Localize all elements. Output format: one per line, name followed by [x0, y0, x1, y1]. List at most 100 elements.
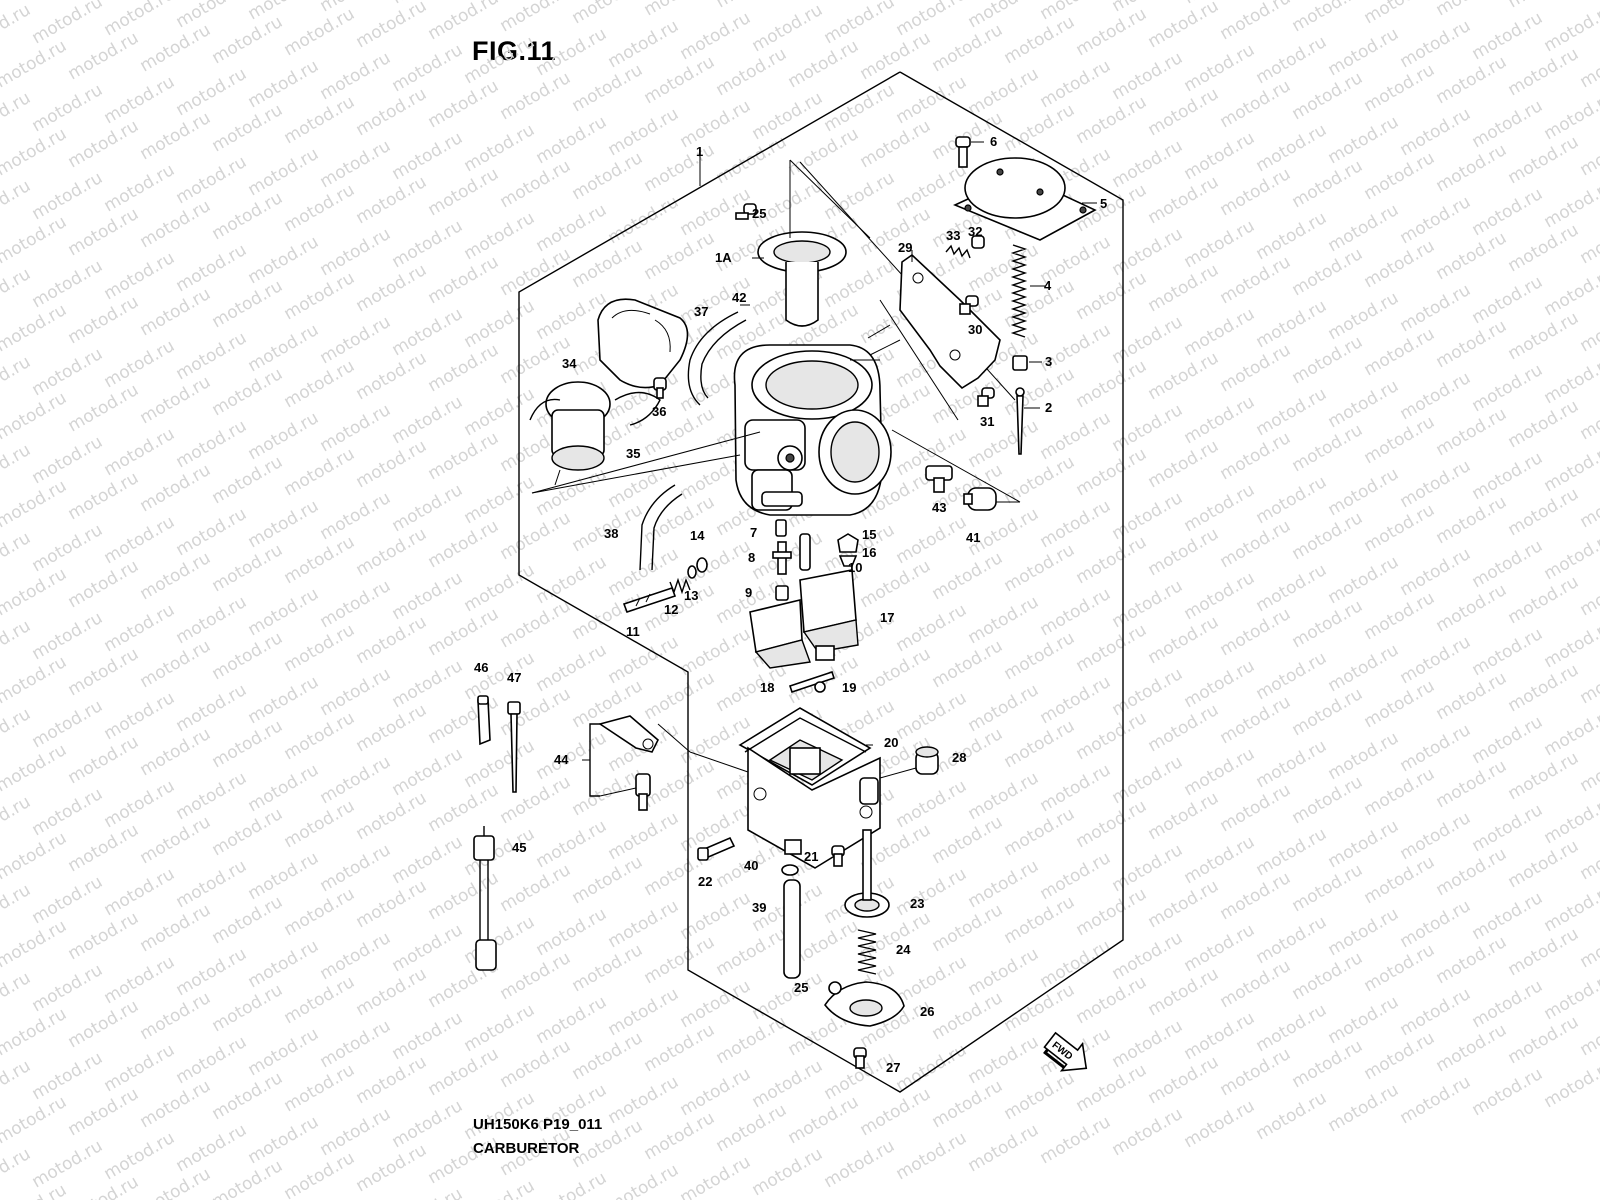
watermark-text: motod.ru	[0, 300, 70, 356]
watermark-text: motod.ru	[533, 464, 611, 520]
watermark-text: motod.ru	[1469, 272, 1547, 328]
watermark-text: motod.ru	[1577, 652, 1600, 708]
watermark-text: motod.ru	[353, 700, 431, 756]
watermark-text: motod.ru	[65, 116, 143, 172]
watermark-text: motod.ru	[29, 432, 107, 488]
watermark-text: motod.ru	[1073, 532, 1151, 588]
callout-label: 26	[920, 1004, 934, 1019]
watermark-text: motod.ru	[1145, 0, 1223, 52]
watermark-text: motod.ru	[1001, 716, 1079, 772]
watermark-text: motod.ru	[1037, 760, 1115, 816]
watermark-text: motod.ru	[713, 1100, 791, 1156]
watermark-text: motod.ru	[29, 256, 107, 312]
watermark-text: motod.ru	[677, 976, 755, 1032]
watermark-text: motod.ru	[497, 860, 575, 916]
watermark-text: motod.ru	[1325, 464, 1403, 520]
watermark-text: motod.ru	[1505, 748, 1583, 804]
bracket-part-29	[899, 250, 1001, 390]
watermark-text: motod.ru	[1397, 984, 1475, 1040]
watermark-text: motod.ru	[1577, 828, 1600, 884]
watermark-text: motod.ru	[1073, 356, 1151, 412]
watermark-text: motod.ru	[1181, 568, 1259, 624]
tube-part-39	[783, 879, 801, 979]
watermark-text: motod.ru	[281, 972, 359, 1028]
watermark-text: motod.ru	[137, 548, 215, 604]
spring-part-4	[1010, 244, 1045, 338]
watermark-text: motod.ru	[1217, 604, 1295, 660]
screw-part-19	[814, 681, 826, 693]
watermark-text: motod.ru	[1253, 736, 1331, 792]
watermark-text: motod.ru	[1217, 692, 1295, 748]
watermark-text: motod.ru	[317, 48, 395, 104]
watermark-text: motod.ru	[1181, 40, 1259, 96]
watermark-text: motod.ru	[677, 1064, 755, 1120]
watermark-text: motod.ru	[1397, 368, 1475, 424]
float-pin-part-18	[788, 670, 836, 694]
watermark-text: motod.ru	[173, 680, 251, 736]
watermark-text: motod.ru	[0, 828, 70, 884]
figure-title: FIG.11	[472, 36, 557, 66]
watermark-text: motod.ru	[1181, 656, 1259, 712]
watermark-text: motod.ru	[1541, 1056, 1600, 1112]
watermark-text: motod.ru	[281, 268, 359, 324]
watermark-text: motod.ru	[1145, 348, 1223, 404]
callout-label: 7	[750, 525, 757, 540]
watermark-text: motod.ru	[1433, 0, 1511, 20]
watermark-text: motod.ru	[1217, 340, 1295, 396]
float-part-17	[749, 569, 859, 669]
watermark-text: motod.ru	[1361, 940, 1439, 996]
watermark-text: motod.ru	[749, 1056, 827, 1112]
watermark-text: motod.ru	[1145, 172, 1223, 228]
callout-label: 6	[990, 134, 997, 149]
watermark-text: motod.ru	[1181, 392, 1259, 448]
watermark-text: motod.ru	[389, 392, 467, 448]
watermark-text: motod.ru	[1505, 396, 1583, 452]
watermark-text: motod.ru	[0, 88, 34, 144]
watermark-text: motod.ru	[209, 892, 287, 948]
screw-part-31	[977, 387, 995, 407]
watermark-text: motod.ru	[389, 832, 467, 888]
watermark-text: motod.ru	[821, 80, 899, 136]
watermark-text: motod.ru	[1505, 836, 1583, 892]
watermark-text: motod.ru	[1433, 228, 1511, 284]
watermark-text: motod.ru	[893, 160, 971, 216]
watermark-text: motod.ru	[425, 868, 503, 924]
watermark-text: motod.ru	[0, 264, 34, 320]
watermark-text: motod.ru	[1397, 456, 1475, 512]
callout-label: 3	[1045, 354, 1052, 369]
watermark-text: motod.ru	[1109, 488, 1187, 544]
watermark-text: motod.ru	[1037, 936, 1115, 992]
watermark-text: motod.ru	[0, 704, 34, 760]
watermark-text: motod.ru	[1289, 332, 1367, 388]
watermark-text: motod.ru	[65, 380, 143, 436]
watermark-text: motod.ru	[317, 136, 395, 192]
watermark-text: motod.ru	[281, 532, 359, 588]
watermark-text: motod.ru	[497, 156, 575, 212]
watermark-text: motod.ru	[1577, 476, 1600, 532]
callout-label: 4	[1044, 278, 1052, 293]
oring-part-14	[696, 557, 708, 573]
watermark-text: motod.ru	[209, 188, 287, 244]
watermark-text: motod.ru	[281, 884, 359, 940]
watermark-text: motod.ru	[0, 36, 70, 92]
spring-part-24	[857, 929, 877, 975]
watermark-text: motod.ru	[965, 64, 1043, 120]
callout-label: 17	[880, 610, 894, 625]
callout-label: 10	[848, 560, 862, 575]
watermark-text: motod.ru	[1361, 588, 1439, 644]
watermark-text: motod.ru	[1361, 412, 1439, 468]
watermark-text: motod.ru	[137, 636, 215, 692]
watermark-text: motod.ru	[1037, 848, 1115, 904]
watermark-text: motod.ru	[1181, 1008, 1259, 1064]
watermark-text: motod.ru	[785, 36, 863, 92]
watermark-text: motod.ru	[245, 408, 323, 464]
watermark-text: motod.ru	[1073, 972, 1151, 1028]
watermark-text: motod.ru	[713, 660, 791, 716]
tie-part-47	[507, 701, 521, 793]
callout-label: 9	[745, 585, 752, 600]
watermark-text: motod.ru	[353, 348, 431, 404]
watermark-text: motod.ru	[317, 840, 395, 896]
watermark-text: motod.ru	[65, 820, 143, 876]
needle-retainer-part-3	[1012, 355, 1042, 371]
